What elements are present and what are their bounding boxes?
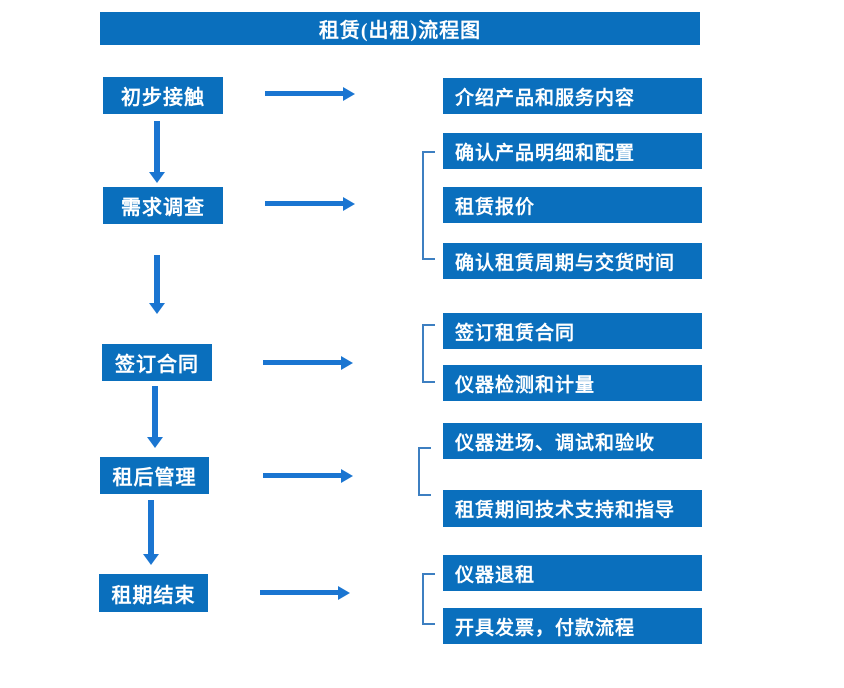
detail-box-invoice-payment: 开具发票，付款流程	[443, 608, 702, 644]
arrow-down-icon-1	[154, 121, 160, 172]
arrow-right-icon-4	[263, 473, 341, 478]
stage-box-sign-contract: 签订合同	[102, 344, 212, 381]
detail-box-rental-quotation: 租赁报价	[443, 187, 702, 223]
detail-box-sign-rental-contract: 签订租赁合同	[443, 313, 702, 349]
stage-box-lease-end: 租期结束	[99, 574, 208, 612]
arrow-right-icon-5	[260, 590, 338, 595]
detail-box-introduce-products: 介绍产品和服务内容	[443, 78, 702, 114]
arrow-down-icon-2	[154, 255, 160, 303]
stage-box-initial-contact: 初步接触	[103, 77, 223, 114]
arrow-right-icon-3	[263, 360, 341, 365]
detail-box-instrument-return: 仪器退租	[443, 555, 702, 591]
detail-box-confirm-product-config: 确认产品明细和配置	[443, 133, 702, 169]
stage-box-demand-survey: 需求调查	[103, 187, 223, 224]
arrow-right-icon-2	[265, 201, 343, 206]
arrow-down-icon-4	[148, 500, 154, 554]
bracket-demand-survey-group	[422, 151, 435, 260]
bracket-lease-end-group	[422, 573, 435, 625]
flowchart-title: 租赁(出租)流程图	[100, 12, 700, 45]
bracket-sign-contract-group	[422, 324, 435, 383]
detail-box-confirm-period-delivery: 确认租赁周期与交货时间	[443, 243, 702, 279]
bracket-post-rental-group	[418, 447, 431, 496]
arrow-down-icon-3	[152, 386, 158, 437]
arrow-right-icon-1	[265, 91, 343, 96]
detail-box-tech-support: 租赁期间技术支持和指导	[443, 490, 702, 527]
detail-box-instrument-testing: 仪器检测和计量	[443, 365, 702, 401]
detail-box-instrument-setup-acceptance: 仪器进场、调试和验收	[443, 423, 702, 459]
stage-box-post-rental-management: 租后管理	[100, 457, 209, 494]
